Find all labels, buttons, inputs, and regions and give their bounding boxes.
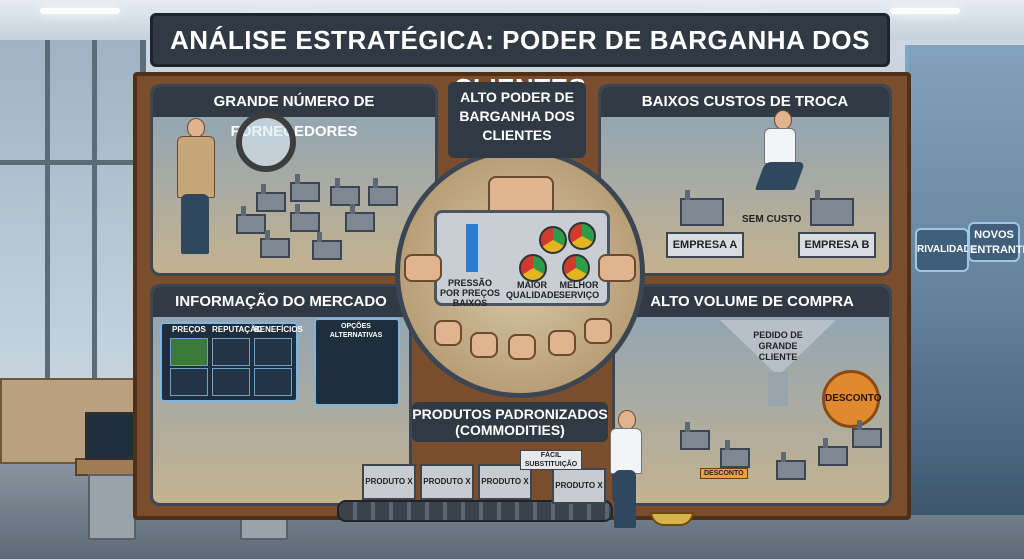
panel-commodities-title: PRODUTOS PADRONIZADOS (COMMODITIES) — [412, 402, 608, 442]
funnel-icon — [720, 320, 836, 376]
easy-substitution-label: FÁCIL SUBSTITUIÇÃO — [520, 450, 582, 470]
gauge-icon — [568, 222, 596, 250]
prices-col: PREÇOS — [172, 325, 206, 334]
hand — [470, 332, 498, 358]
chart-icon — [170, 368, 208, 396]
panel-suppliers-title: GRANDE NÚMERO DE FORNECEDORES — [153, 87, 435, 140]
service-label: MELHOR SERVIÇO — [558, 280, 600, 300]
panel-volume-title: ALTO VOLUME DE COMPRA — [615, 287, 889, 317]
money-icon — [170, 338, 208, 366]
hand — [548, 330, 576, 356]
hand — [584, 318, 612, 344]
center-title: ALTO PODER DE BARGANHA DOS CLIENTES — [448, 82, 586, 158]
product-crate: PRODUTO X — [552, 468, 606, 504]
product-crate: PRODUTO X — [420, 464, 474, 500]
gauge-icon — [519, 254, 547, 282]
factory-icon — [290, 174, 320, 202]
gauge-icon — [539, 226, 567, 254]
factory-icon — [236, 206, 266, 234]
chart-icon — [254, 368, 292, 396]
factory-icon — [290, 204, 320, 232]
panel-information-title: INFORMAÇÃO DO MERCADO — [153, 287, 409, 317]
company-b-label: EMPRESA B — [798, 232, 876, 258]
discount-badge: DESCONTO — [822, 370, 882, 428]
factory-icon — [680, 422, 710, 450]
factory-icon — [776, 452, 806, 480]
up-down-arrow-icon — [466, 224, 478, 272]
glass-wall — [905, 45, 1024, 515]
hand — [404, 254, 442, 282]
magnifier-icon — [236, 112, 296, 172]
funnel-stem — [768, 372, 788, 406]
office-window — [0, 40, 146, 400]
factory-icon — [312, 232, 342, 260]
panel-commodities: PRODUTOS PADRONIZADOS (COMMODITIES) — [412, 388, 608, 458]
factory-icon — [260, 230, 290, 258]
factory-icon — [852, 420, 882, 448]
desk-drawers — [88, 474, 136, 540]
hand — [434, 320, 462, 346]
panel-switching-title: BAIXOS CUSTOS DE TROCA — [601, 87, 889, 117]
product-crate: PRODUTO X — [478, 464, 532, 500]
panel-volume: ALTO VOLUME DE COMPRA — [612, 284, 892, 506]
price-pressure-label: PRESSÃO POR PREÇOS BAIXOS — [439, 278, 500, 308]
hand — [598, 254, 636, 282]
hand — [508, 334, 536, 360]
reputation-col: REPUTAÇÃO — [212, 325, 263, 334]
chart-icon — [254, 338, 292, 366]
conveyor-belt — [337, 500, 613, 522]
monitor — [85, 412, 139, 460]
company-a-label: EMPRESA A — [666, 232, 744, 258]
factory-icon — [818, 438, 848, 466]
factory-icon — [720, 440, 750, 468]
factory-icon — [368, 178, 398, 206]
factory-icon — [330, 178, 360, 206]
chart-icon — [212, 368, 250, 396]
alternatives-label: OPÇÕES ALTERNATIVAS — [329, 323, 383, 339]
gauge-icon — [562, 254, 590, 282]
page-title: ANÁLISE ESTRATÉGICA: PODER DE BARGANHA D… — [150, 13, 890, 103]
new-entrants-label: NOVOS ENTRANTES — [968, 222, 1024, 262]
no-cost-label: SEM CUSTO — [742, 214, 802, 225]
discount-tag: DESCONTO — [700, 468, 748, 479]
factory-icon — [345, 204, 375, 232]
funnel-label: PEDIDO DE GRANDE CLIENTE — [753, 330, 803, 362]
chart-icon — [212, 338, 250, 366]
world-map-screen — [314, 318, 400, 406]
rivalry-label: RIVALIDADE — [915, 228, 977, 272]
ceiling-light — [40, 8, 120, 14]
factory-icon — [680, 190, 724, 226]
ceiling-light — [890, 8, 960, 14]
product-crate: PRODUTO X — [362, 464, 416, 500]
benefits-col: BENEFÍCIOS — [254, 325, 303, 334]
factory-icon — [256, 184, 286, 212]
quality-label: MAIOR QUALIDADE — [506, 280, 560, 300]
factory-icon — [810, 190, 854, 226]
